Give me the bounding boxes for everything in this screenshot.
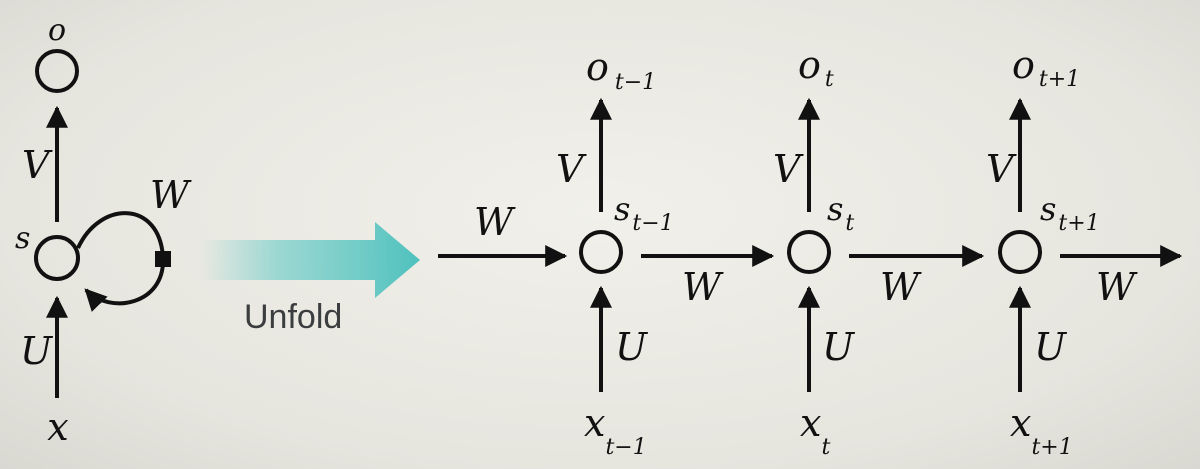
v-weight-label: V (22, 143, 53, 187)
u-label-t-plus-1: U (1034, 325, 1068, 369)
state-label-t: st (827, 190, 854, 236)
input-label: x (47, 405, 68, 449)
input-label-t-minus-1: xt−1 (584, 401, 647, 460)
delay-square (155, 251, 171, 267)
state-label-t-plus-1: st+1 (1040, 190, 1100, 236)
u-weight-label: U (20, 329, 54, 373)
v-label-t-plus-1: V (986, 147, 1017, 191)
state-node-t-minus-1 (579, 230, 623, 274)
folded-rnn: o V s W U x (15, 13, 192, 449)
w-weight-label: W (150, 173, 192, 217)
input-label-t: xt (800, 401, 830, 460)
u-label-t: U (822, 325, 856, 369)
output-node (35, 49, 79, 93)
u-label-t-minus-1: U (615, 325, 649, 369)
v-label-t: V (773, 147, 804, 191)
state-node-t (787, 230, 831, 274)
v-label-t-minus-1: V (556, 147, 587, 191)
state-label-t-minus-1: st−1 (614, 190, 674, 236)
unfold-label: Unfold (244, 298, 342, 336)
w-in-label: W (474, 200, 516, 244)
state-label: s (15, 221, 30, 256)
output-label: o (48, 13, 66, 48)
teal-unfold-arrow (200, 222, 420, 298)
input-label-t-plus-1: xt+1 (1010, 401, 1073, 460)
w-label-t-plus-1: W (1096, 265, 1138, 309)
recurrent-loop-arrow (76, 211, 166, 312)
w-label-t: W (880, 265, 922, 309)
state-node (34, 235, 80, 281)
w-label-t-minus-1: W (682, 265, 724, 309)
state-node-t-plus-1 (998, 230, 1042, 274)
unfold-arrow: Unfold (200, 222, 420, 336)
